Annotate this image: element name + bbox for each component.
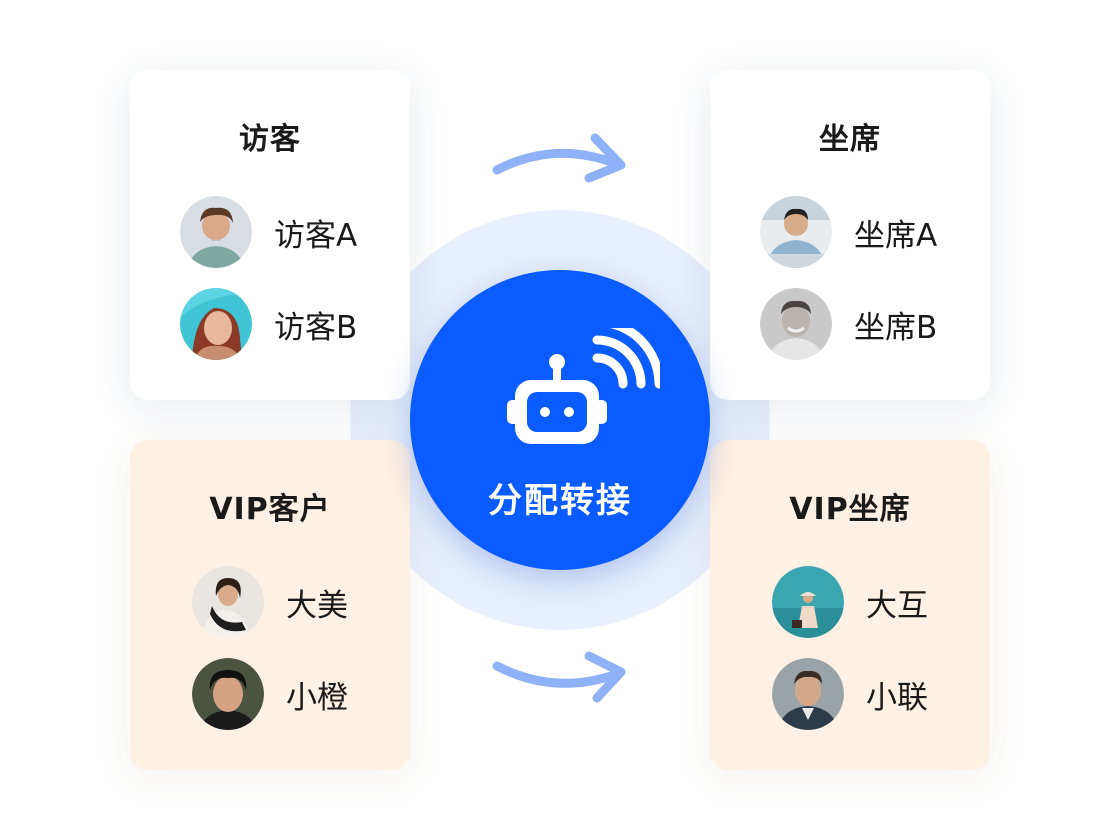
- vip-customer-card: VIP客户 大美 小橙: [130, 440, 410, 770]
- avatar: [180, 196, 252, 268]
- vip-agent-1-item: 大互: [772, 565, 928, 639]
- person-name: 访客A: [274, 217, 358, 254]
- person-name: 小联: [866, 679, 928, 716]
- vip-customer-1-item: 大美: [192, 565, 348, 639]
- avatar: [760, 196, 832, 268]
- arrow-right-icon: [492, 651, 626, 703]
- person-name: 大美: [286, 587, 348, 624]
- agent-b-item: 坐席B: [760, 287, 937, 361]
- dispatch-label: 分配转接: [488, 481, 632, 521]
- arrow-right-icon: [492, 133, 626, 183]
- person-name: 访客B: [274, 309, 358, 346]
- person-name: 坐席B: [854, 309, 938, 346]
- visitor-a-item: 访客A: [180, 195, 357, 269]
- avatar: [192, 566, 264, 638]
- person-name: 大互: [866, 587, 928, 624]
- agent-card: 坐席 坐席A 坐席B: [710, 70, 990, 400]
- agent-card-title: 坐席: [819, 122, 881, 157]
- vip-customer-card-title: VIP客户: [209, 492, 331, 527]
- avatar: [772, 566, 844, 638]
- robot-signal-icon: [507, 328, 660, 444]
- vip-agent-card-title: VIP坐席: [789, 492, 911, 527]
- visitor-card: 访客 访客A 访客B: [130, 70, 410, 400]
- vip-agent-2-item: 小联: [772, 657, 928, 731]
- vip-agent-card: VIP坐席 大互 小联: [710, 440, 990, 770]
- avatar: [760, 288, 832, 360]
- visitor-b-item: 访客B: [180, 287, 357, 361]
- dispatch-hub: 分配转接: [410, 270, 710, 570]
- avatar: [180, 288, 252, 360]
- person-name: 坐席A: [854, 217, 938, 254]
- person-name: 小橙: [286, 679, 348, 716]
- visitor-card-title: 访客: [239, 122, 301, 157]
- avatar: [192, 658, 264, 730]
- avatar: [772, 658, 844, 730]
- agent-a-item: 坐席A: [760, 195, 937, 269]
- vip-customer-2-item: 小橙: [192, 657, 348, 731]
